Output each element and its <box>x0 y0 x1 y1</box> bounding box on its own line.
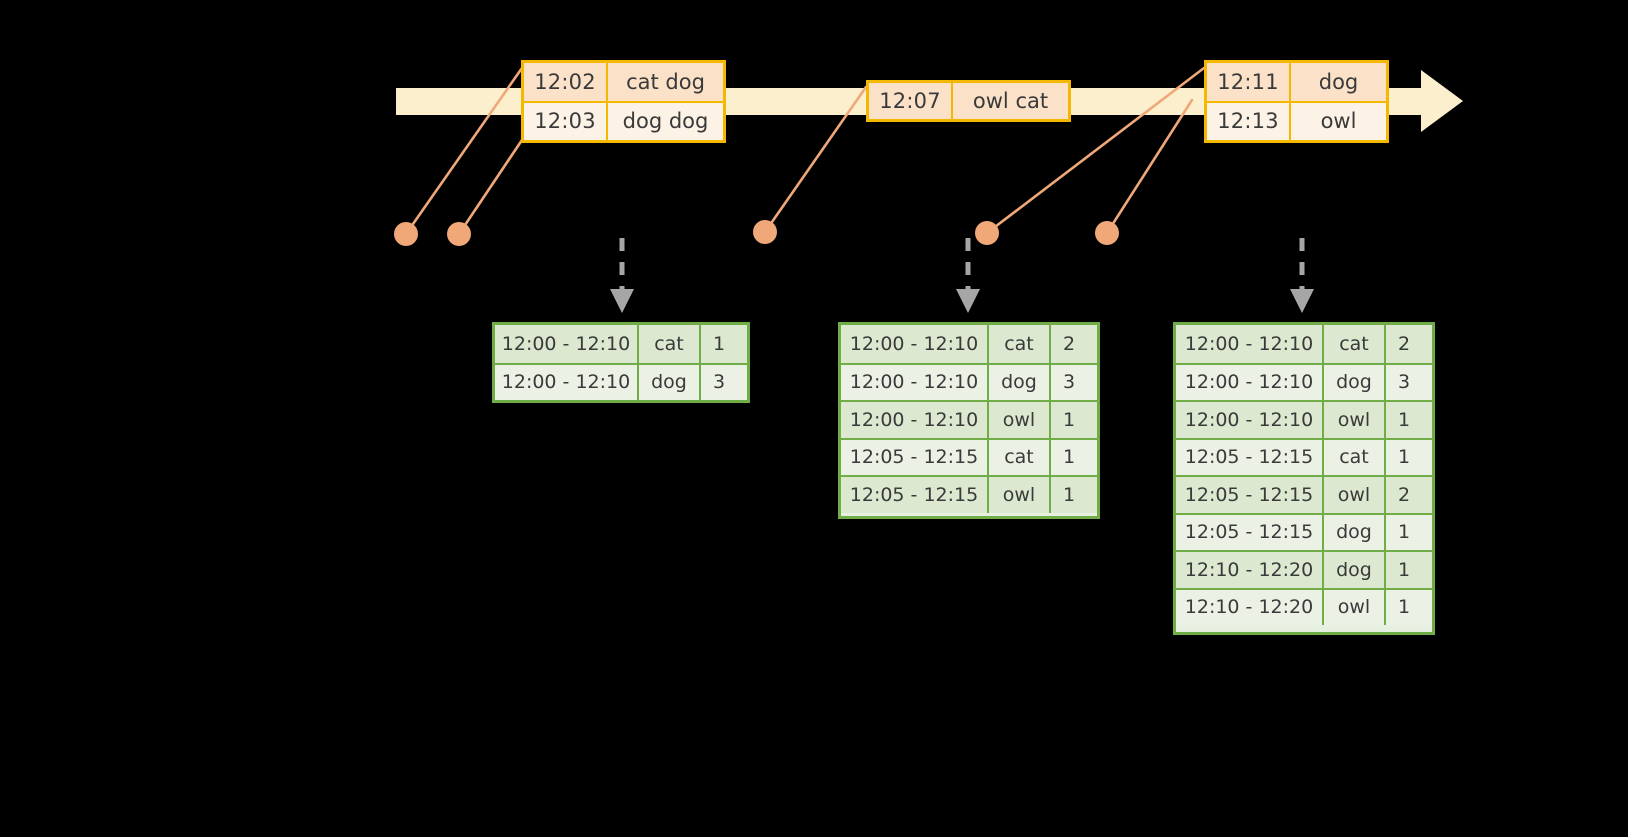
table-cell-value: 1 <box>1062 483 1076 506</box>
table-cell-window: 12:10 - 12:20 <box>1176 552 1324 588</box>
table-row[interactable]: 12:05 - 12:15 owl 2 <box>1176 475 1432 513</box>
table-row[interactable]: 12:00 - 12:10 dog 3 <box>841 362 1097 400</box>
event-words: cat dog <box>626 69 705 94</box>
table-cell-value: 1 <box>1397 446 1411 469</box>
table-cell-key: cat <box>1324 439 1386 475</box>
event-time: 12:11 <box>1207 63 1291 101</box>
table-row[interactable]: 12:00 - 12:10 owl 1 <box>1176 400 1432 438</box>
table-row[interactable]: 12:00 - 12:10 cat 2 <box>1176 325 1432 363</box>
table-cell-value: 2 <box>1062 332 1076 355</box>
table-cell-key: dog <box>989 364 1051 400</box>
table-cell-value: 3 <box>712 371 726 394</box>
table-cell-window: 12:00 - 12:10 <box>1176 364 1324 400</box>
table-row[interactable]: 12:10 - 12:20 dog 1 <box>1176 550 1432 588</box>
connector-line-5 <box>1105 98 1194 235</box>
table-row[interactable]: 12:05 - 12:15 cat 1 <box>841 437 1097 475</box>
event-box-2[interactable]: 12:07 owl cat <box>866 80 1071 122</box>
table-cell-window: 12:00 - 12:10 <box>841 364 989 400</box>
timeline-arrow-head <box>1390 70 1463 132</box>
table-cell-value: 3 <box>1397 371 1411 394</box>
event-box-1[interactable]: 12:02 cat dog 12:03 dog dog <box>521 60 726 143</box>
table-cell-window: 12:05 - 12:15 <box>1176 439 1324 475</box>
dashed-arrow-2-head <box>956 289 980 313</box>
table-row[interactable]: 12:05 - 12:15 dog 1 <box>1176 512 1432 550</box>
event-words: dog dog <box>622 109 709 134</box>
connector-line-1 <box>404 66 524 236</box>
table-cell-window: 12:00 - 12:10 <box>841 325 989 363</box>
event-row[interactable]: 12:11 dog <box>1207 63 1386 101</box>
table-row[interactable]: 12:00 - 12:10 cat 1 <box>495 325 747 363</box>
source-dot-1 <box>394 222 418 246</box>
source-dot-5 <box>1095 221 1119 245</box>
table-cell-key: cat <box>639 325 701 363</box>
table-row[interactable]: 12:05 - 12:15 owl 1 <box>841 475 1097 513</box>
table-cell-value: 1 <box>712 332 726 355</box>
table-row[interactable]: 12:00 - 12:10 owl 1 <box>841 400 1097 438</box>
table-cell-key: dog <box>639 364 701 400</box>
table-cell-value: 1 <box>1062 408 1076 431</box>
table-cell-key: owl <box>989 402 1051 438</box>
dashed-arrows <box>619 238 1305 290</box>
table-cell-value: 1 <box>1062 446 1076 469</box>
table-cell-window: 12:05 - 12:15 <box>1176 477 1324 513</box>
table-cell-key: dog <box>1324 364 1386 400</box>
table-cell-window: 12:00 - 12:10 <box>1176 325 1324 363</box>
table-cell-value: 2 <box>1397 483 1411 506</box>
table-cell-key: cat <box>989 325 1051 363</box>
event-time: 12:13 <box>1207 102 1291 140</box>
table-cell-value: 1 <box>1397 521 1411 544</box>
table-cell-window: 12:00 - 12:10 <box>841 402 989 438</box>
table-cell-key: owl <box>989 477 1051 513</box>
table-cell-window: 12:05 - 12:15 <box>1176 514 1324 550</box>
connector-line-3 <box>763 85 868 234</box>
table-row[interactable]: 12:00 - 12:10 dog 3 <box>495 362 747 400</box>
event-row[interactable]: 12:03 dog dog <box>524 100 723 140</box>
dashed-arrow-heads <box>610 289 1314 313</box>
source-dot-3 <box>753 220 777 244</box>
event-time: 12:02 <box>524 63 608 101</box>
table-cell-value: 3 <box>1062 371 1076 394</box>
event-words: owl <box>1320 109 1357 134</box>
dashed-arrow-3-head <box>1290 289 1314 313</box>
table-cell-window: 12:05 - 12:15 <box>841 477 989 513</box>
table-cell-value: 1 <box>1397 408 1411 431</box>
event-box-3[interactable]: 12:11 dog 12:13 owl <box>1204 60 1389 143</box>
table-cell-window: 12:10 - 12:20 <box>1176 589 1324 625</box>
source-dot-2 <box>447 222 471 246</box>
source-dots <box>394 220 1119 246</box>
event-words: dog <box>1318 69 1359 94</box>
table-row[interactable]: 12:10 - 12:20 owl 1 <box>1176 587 1432 625</box>
table-cell-value: 1 <box>1397 558 1411 581</box>
dashed-arrow-1-head <box>610 289 634 313</box>
table-cell-key: owl <box>1324 589 1386 625</box>
event-time: 12:03 <box>524 102 608 140</box>
table-cell-window: 12:00 - 12:10 <box>1176 402 1324 438</box>
table-row[interactable]: 12:00 - 12:10 dog 3 <box>1176 362 1432 400</box>
table-cell-key: dog <box>1324 514 1386 550</box>
table-cell-window: 12:00 - 12:10 <box>495 364 639 400</box>
event-row[interactable]: 12:07 owl cat <box>869 83 1068 119</box>
event-time: 12:07 <box>869 83 953 119</box>
table-cell-window: 12:05 - 12:15 <box>841 439 989 475</box>
table-cell-key: owl <box>1324 477 1386 513</box>
table-row[interactable]: 12:00 - 12:10 cat 2 <box>841 325 1097 363</box>
result-table-1[interactable]: 12:00 - 12:10 cat 1 12:00 - 12:10 dog 3 <box>492 322 750 403</box>
event-row[interactable]: 12:13 owl <box>1207 100 1386 140</box>
table-cell-key: cat <box>1324 325 1386 363</box>
result-table-3[interactable]: 12:00 - 12:10 cat 2 12:00 - 12:10 dog 3 … <box>1173 322 1435 635</box>
event-row[interactable]: 12:02 cat dog <box>524 63 723 101</box>
result-table-2[interactable]: 12:00 - 12:10 cat 2 12:00 - 12:10 dog 3 … <box>838 322 1100 519</box>
connector-line-2 <box>457 135 526 236</box>
table-cell-key: dog <box>1324 552 1386 588</box>
source-dot-4 <box>975 221 999 245</box>
table-cell-key: owl <box>1324 402 1386 438</box>
table-cell-value: 1 <box>1397 596 1411 619</box>
event-words: owl cat <box>972 89 1049 113</box>
table-cell-value: 2 <box>1397 332 1411 355</box>
table-cell-window: 12:00 - 12:10 <box>495 325 639 363</box>
table-row[interactable]: 12:05 - 12:15 cat 1 <box>1176 437 1432 475</box>
table-cell-key: cat <box>989 439 1051 475</box>
